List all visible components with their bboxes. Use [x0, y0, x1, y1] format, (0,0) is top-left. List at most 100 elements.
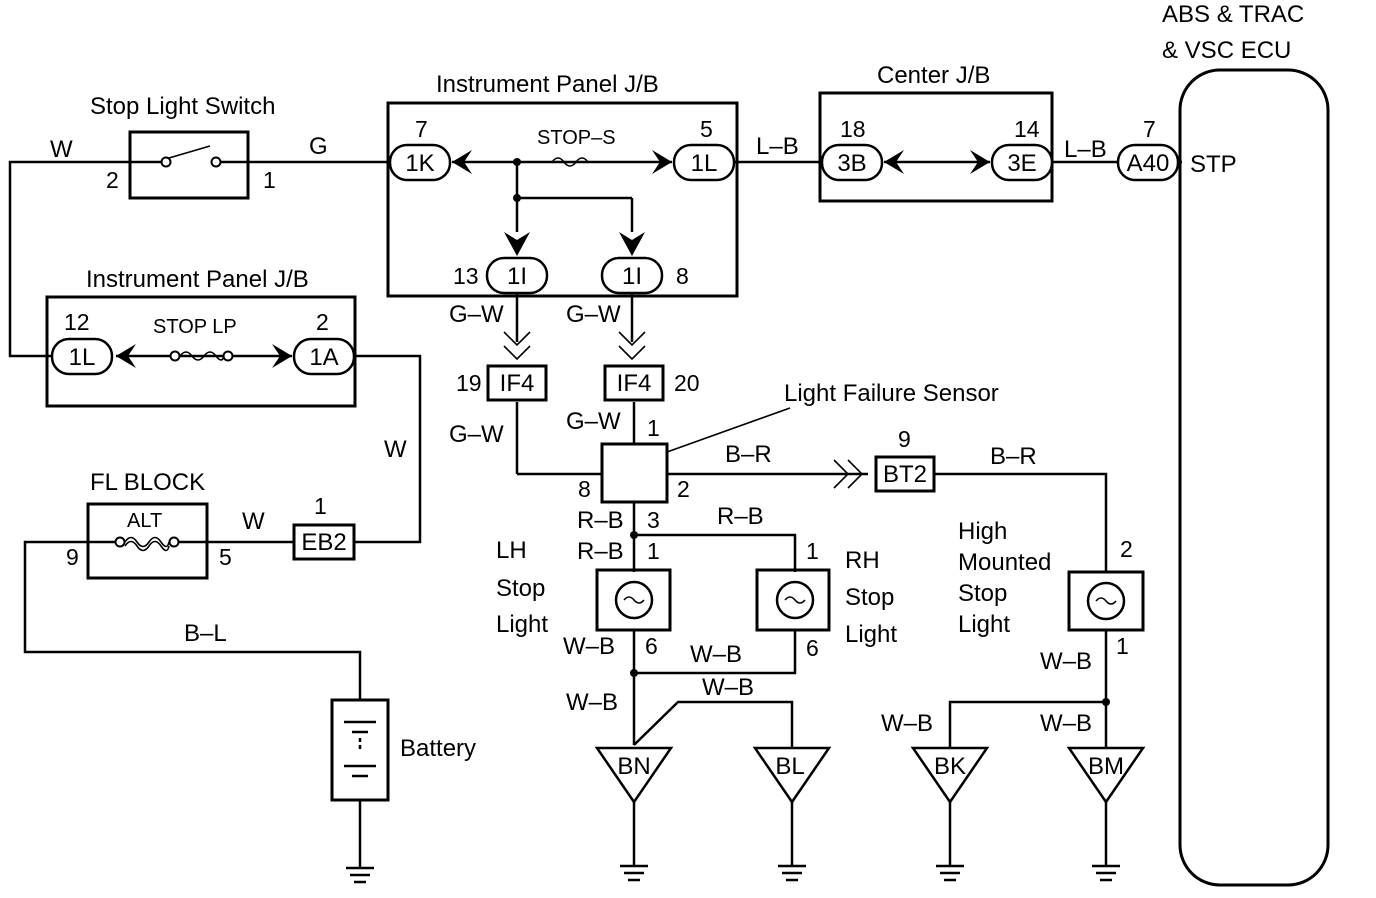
wire-w-switch: W — [50, 136, 73, 163]
if4-left-label: IF4 — [500, 370, 535, 397]
wire-br-lfs: B–R — [725, 441, 772, 468]
hm-pin-1: 1 — [1116, 633, 1129, 659]
wire-gw-left-top: G–W — [449, 301, 504, 328]
hm-line1: High — [958, 518, 1007, 545]
instrument-panel-jb-top: Instrument Panel J/B STOP–S 1K 7 1L 5 1I… — [386, 71, 739, 298]
ground-icon — [936, 864, 964, 882]
connector-if4-left: IF4 19 — [456, 364, 548, 402]
wire-gw-right-bottom: G–W — [566, 408, 621, 435]
ip-jb-conn-1k: 1K — [405, 150, 434, 177]
ground-bk: BK — [910, 746, 990, 866]
lfs-pin-3: 3 — [647, 507, 660, 533]
ground-bk-label: BK — [934, 753, 966, 780]
center-jb-pin-18: 18 — [840, 116, 866, 142]
fuse-stop-lp: STOP LP — [153, 316, 237, 338]
ground-icon — [778, 864, 806, 882]
wire-wb-bm: W–B — [1040, 710, 1092, 737]
ip-jb-pin-7: 7 — [415, 116, 428, 142]
bt2-label: BT2 — [883, 461, 927, 488]
switch-title: Stop Light Switch — [90, 93, 275, 120]
fl-block: FL BLOCK ALT 9 5 — [66, 469, 232, 580]
ground-bm: BM — [1066, 746, 1146, 866]
hm-line2: Mounted — [958, 549, 1051, 576]
rh-line2: Stop — [845, 584, 894, 611]
ecu-title-line1: ABS & TRAC — [1162, 1, 1304, 28]
ground-icon — [346, 866, 374, 884]
hm-line3: Stop — [958, 580, 1007, 607]
wire-lb-center-ecu: L–B — [1064, 136, 1107, 163]
lfs-pin-8: 8 — [578, 476, 591, 502]
if4-pin-19: 19 — [456, 370, 482, 396]
wire-bl-battery: B–L — [184, 620, 227, 647]
rh-line3: Light — [845, 621, 897, 648]
wire-rb-rh: R–B — [717, 503, 764, 530]
connector-a40: A40 7 — [1116, 116, 1180, 182]
center-jb: Center J/B 3B 18 3E 14 — [818, 62, 1054, 203]
hm-line4: Light — [958, 611, 1010, 638]
ip-jb-left-conn-1l: 1L — [69, 344, 96, 371]
lh-pin-1: 1 — [647, 538, 660, 564]
ground-bl-label: BL — [775, 753, 804, 780]
wire-color-labels: W G L–B L–B G–W G–W G–W G–W W W B–L B–R … — [50, 133, 1107, 737]
ground-bl: BL — [752, 746, 832, 866]
fl-block-title: FL BLOCK — [90, 469, 205, 496]
switch-pin-1: 1 — [263, 167, 276, 193]
lh-line3: Light — [496, 611, 548, 638]
wire-w-fl-eb2: W — [242, 508, 265, 535]
rh-pin-1: 1 — [806, 538, 819, 564]
ip-jb-top-title: Instrument Panel J/B — [436, 71, 659, 98]
ip-jb-pin-5: 5 — [700, 116, 713, 142]
wire-rb-lfs: R–B — [577, 507, 624, 534]
ip-jb-left-title: Instrument Panel J/B — [86, 266, 309, 293]
fl-block-pin-5: 5 — [219, 544, 232, 570]
wire-wb-bk: W–B — [881, 710, 933, 737]
rh-stop-light: RH Stop Light 1 6 — [755, 538, 897, 661]
ip-jb-conn-1l: 1L — [691, 150, 718, 177]
ip-jb-pin-13: 13 — [453, 263, 479, 289]
wire-wb-lh: W–B — [563, 633, 615, 660]
abs-trac-vsc-ecu: ABS & TRAC & VSC ECU STP — [1162, 1, 1330, 887]
wire-g-switch: G — [309, 133, 328, 160]
high-mounted-stop-light: High Mounted Stop Light 2 1 — [958, 518, 1145, 659]
ground-bm-label: BM — [1088, 753, 1124, 780]
battery-label: Battery — [400, 735, 476, 762]
ip-jb-left-conn-1a: 1A — [309, 344, 338, 371]
eb2-label: EB2 — [301, 529, 346, 556]
center-jb-pin-14: 14 — [1014, 116, 1040, 142]
wire-lb-ip-center: L–B — [756, 133, 799, 160]
chassis-ground-symbols — [346, 864, 1120, 884]
hm-pin-2: 2 — [1120, 536, 1133, 562]
lh-pin-6: 6 — [645, 633, 658, 659]
wires — [8, 160, 1182, 868]
ecu-title-line2: & VSC ECU — [1162, 37, 1291, 64]
ip-jb-left-pin-12: 12 — [64, 309, 90, 335]
ip-jb-conn-1i-right: 1I — [622, 263, 642, 290]
wire-wb-rh: W–B — [690, 641, 742, 668]
rh-line1: RH — [845, 547, 880, 574]
instrument-panel-jb-left: Instrument Panel J/B STOP LP 1L 12 1A 2 — [45, 266, 357, 408]
light-failure-sensor: Light Failure Sensor 1 2 3 8 — [578, 380, 999, 533]
ecu-terminal-stp: STP — [1190, 151, 1237, 178]
center-jb-title: Center J/B — [877, 62, 990, 89]
if4-right-label: IF4 — [617, 370, 652, 397]
eb2-pin-1: 1 — [314, 493, 327, 519]
center-jb-conn-3e: 3E — [1007, 150, 1036, 177]
ip-jb-pin-8: 8 — [676, 263, 689, 289]
connector-if4-right: IF4 20 — [603, 364, 700, 402]
battery: Battery — [330, 698, 476, 802]
wire-wb-hm: W–B — [1040, 648, 1092, 675]
ip-jb-left-pin-2: 2 — [316, 309, 329, 335]
wire-w-vertical: W — [384, 436, 407, 463]
ip-jb-conn-1i-left: 1I — [507, 263, 527, 290]
a40-label: A40 — [1127, 150, 1170, 177]
connector-bt2: BT2 9 — [874, 426, 936, 493]
bt2-pin-9: 9 — [898, 426, 911, 452]
ground-bn: BN — [594, 746, 674, 866]
switch-pin-2: 2 — [106, 167, 119, 193]
ground-icon — [1092, 864, 1120, 882]
connector-eb2: EB2 1 — [292, 493, 356, 561]
wire-wb-bn: W–B — [566, 689, 618, 716]
lh-stop-light: LH Stop Light 1 6 — [496, 537, 672, 659]
fuse-alt: ALT — [127, 510, 162, 532]
